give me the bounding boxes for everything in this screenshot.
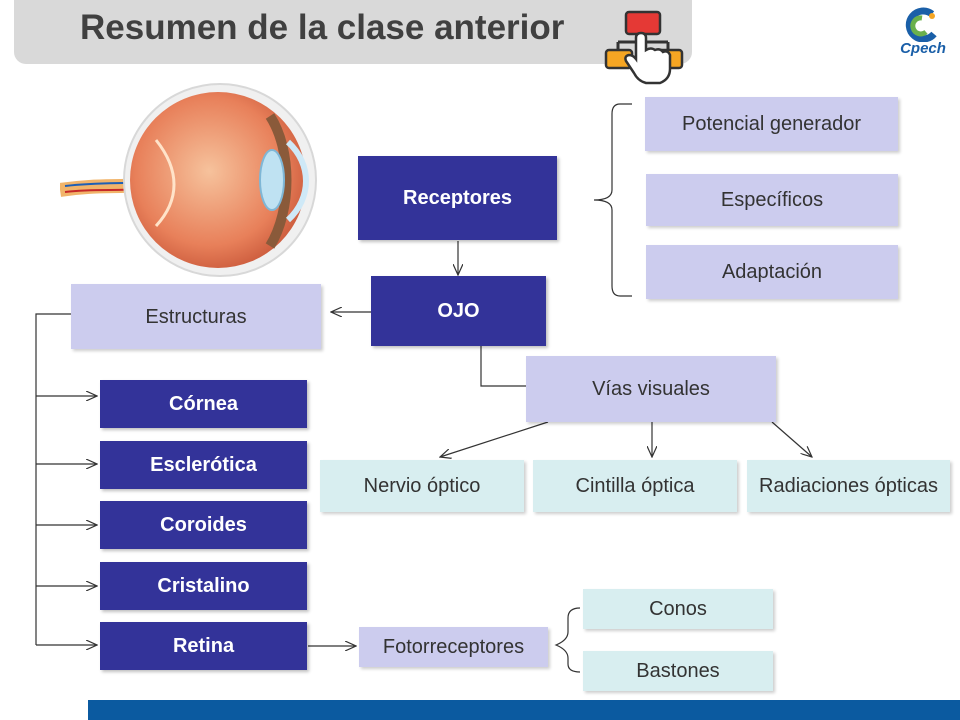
title-bar: Resumen de la clase anterior [14,0,692,85]
bastones-box: Bastones [583,651,773,691]
cpech-logo: Cpech [892,6,954,66]
especificos-box: Específicos [646,174,898,226]
potencial-generador-box: Potencial generador [645,97,898,151]
adaptacion-box: Adaptación [646,245,898,299]
logo-text: Cpech [900,40,946,57]
fotorreceptores-box: Fotorreceptores [359,627,548,667]
radiaciones-opticas-box: Radiaciones ópticas [747,460,950,512]
nervio-optico-box: Nervio óptico [320,460,524,512]
cintilla-optica-box: Cintilla óptica [533,460,737,512]
conos-box: Conos [583,589,773,629]
slide-title: Resumen de la clase anterior [80,8,565,47]
flowchart-click-icon [604,10,684,85]
esclerotica-box: Esclerótica [100,441,307,489]
cornea-box: Córnea [100,380,307,428]
receptores-box: Receptores [358,156,557,240]
retina-box: Retina [100,622,307,670]
ojo-box: OJO [371,276,546,346]
vias-visuales-box: Vías visuales [526,356,776,422]
coroides-box: Coroides [100,501,307,549]
eye-illustration [60,83,317,277]
cpech-logo-icon [905,7,937,43]
estructuras-box: Estructuras [71,284,321,349]
cristalino-box: Cristalino [100,562,307,610]
footer-bar [88,700,960,720]
